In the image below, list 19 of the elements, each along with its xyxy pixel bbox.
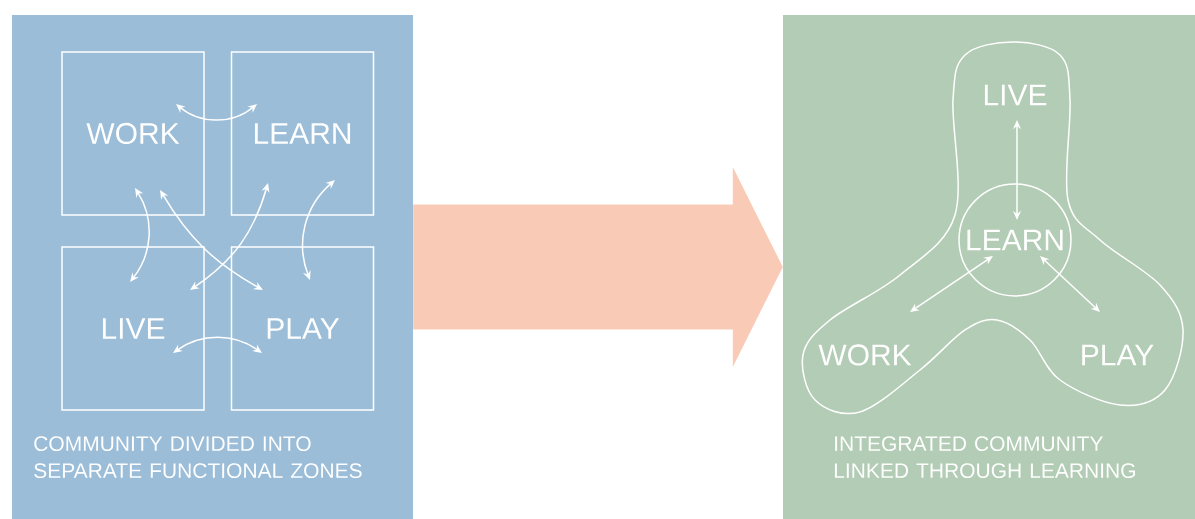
zone-box: WORK <box>61 51 205 216</box>
zone-box: PLAY <box>230 246 375 411</box>
zone-label: PLAY <box>1082 344 1154 366</box>
zone-box: LEARN <box>230 51 375 216</box>
zone-box: LIVE <box>61 246 205 411</box>
trefoil-outline <box>801 41 1184 415</box>
double-arrow <box>1040 256 1100 312</box>
double-arrow <box>173 336 262 353</box>
block-arrow <box>413 167 783 367</box>
double-arrow <box>910 256 993 312</box>
zone-panel <box>12 15 413 519</box>
zone-panel <box>783 15 1195 519</box>
zone-label: WORK <box>818 344 912 366</box>
zone-label: LIVE <box>984 84 1047 106</box>
panel-caption: COMMUNITY DIVIDED INTO SEPARATE FUNCTIONAL ZONES <box>34 436 362 479</box>
double-arrow <box>160 190 263 290</box>
double-arrow <box>176 104 257 121</box>
double-arrow <box>130 188 150 282</box>
panel-caption: INTEGRATED COMMUNITY LINKED THROUGH LEARNING <box>834 436 1135 479</box>
